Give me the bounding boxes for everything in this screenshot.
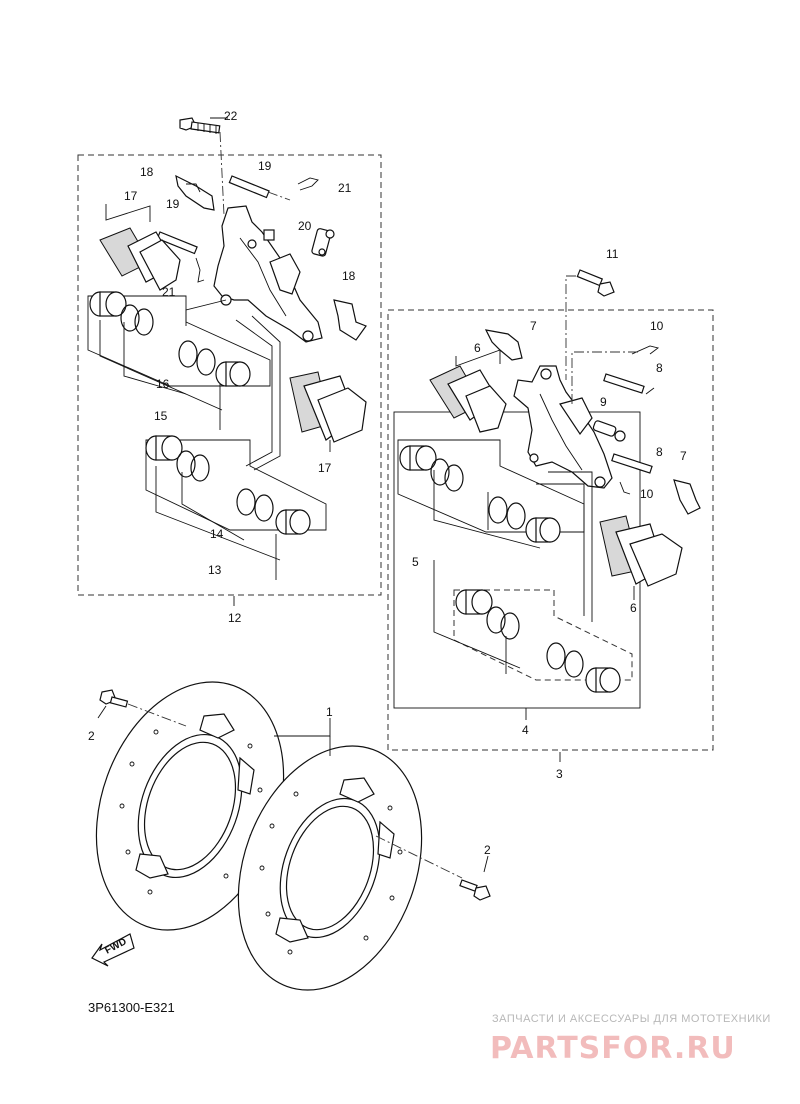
pad-spring-18-lower bbox=[333, 299, 367, 341]
callout-3: 3 bbox=[556, 767, 563, 781]
bleed-screw-20 bbox=[311, 228, 335, 257]
leader-lines-left bbox=[99, 117, 281, 606]
watermark-tagline: ЗАПЧАСТИ И АКСЕССУАРЫ ДЛЯ МОТОТЕХНИКИ bbox=[492, 1013, 771, 1025]
callout-7-upper: 7 bbox=[530, 319, 537, 333]
callout-16: 16 bbox=[156, 377, 170, 391]
callout-1: 1 bbox=[326, 705, 333, 719]
callout-22: 22 bbox=[224, 109, 238, 123]
callout-2-right: 2 bbox=[484, 843, 491, 857]
seals-right-upper-1 bbox=[430, 458, 464, 492]
brake-pads-17-lower bbox=[289, 371, 367, 452]
diagram-code: 3P61300-E321 bbox=[88, 1000, 175, 1015]
piston-right-lower-1 bbox=[455, 589, 493, 615]
callout-10-lower: 10 bbox=[640, 487, 654, 501]
callout-17-upper: 17 bbox=[124, 189, 138, 203]
callout-11: 11 bbox=[606, 247, 619, 261]
callout-12: 12 bbox=[228, 611, 242, 625]
clip-21-lower bbox=[195, 257, 205, 283]
right-caliper-group: 11 10 7 6 8 9 8 7 10 5 6 4 3 bbox=[387, 247, 714, 781]
callout-20: 20 bbox=[298, 219, 312, 233]
callout-6-upper: 6 bbox=[474, 341, 481, 355]
watermark-brand: PARTSFOR.RU bbox=[490, 1031, 736, 1066]
clip-10-lower bbox=[619, 481, 631, 495]
callout-13: 13 bbox=[208, 563, 222, 577]
piston-seal-set-5-upper bbox=[397, 439, 585, 543]
callout-8-lower: 8 bbox=[656, 445, 663, 459]
pin-8-upper bbox=[603, 373, 655, 395]
seals-right-lower-1 bbox=[486, 606, 520, 640]
piston-lower-1 bbox=[145, 435, 183, 461]
bolt-11 bbox=[565, 269, 615, 380]
callout-21-lower: 21 bbox=[162, 285, 176, 299]
callout-4: 4 bbox=[522, 723, 529, 737]
group-12-boundary bbox=[77, 154, 382, 596]
piston-seal-set-16 bbox=[87, 291, 271, 387]
callout-9: 9 bbox=[600, 395, 607, 409]
watermark: ЗАПЧАСТИ И АКСЕССУАРЫ ДЛЯ МОТОТЕХНИКИ PA… bbox=[490, 1013, 771, 1066]
leader-lines-discs bbox=[97, 705, 489, 873]
callout-7-lower: 7 bbox=[680, 449, 687, 463]
callout-18-upper: 18 bbox=[140, 165, 154, 179]
clip-10-upper bbox=[631, 345, 660, 355]
disc-bolt-2-left bbox=[99, 689, 187, 727]
brake-pads-6-lower bbox=[599, 515, 683, 600]
callout-10-upper: 10 bbox=[650, 319, 664, 333]
brake-disc-rear bbox=[237, 745, 423, 991]
bleed-screw-9 bbox=[592, 420, 626, 442]
piston-upper-2 bbox=[215, 361, 251, 387]
leader-lines-right bbox=[433, 351, 640, 762]
piston-seal-set-5-lower bbox=[453, 589, 633, 693]
callout-18-lower: 18 bbox=[342, 269, 356, 283]
pad-spring-7-upper bbox=[484, 329, 523, 361]
callout-6-lower: 6 bbox=[630, 601, 637, 615]
caliper-bracket-left bbox=[213, 205, 323, 343]
bolt-22 bbox=[179, 117, 225, 216]
callout-8-upper: 8 bbox=[656, 361, 663, 375]
group-3-boundary bbox=[387, 309, 714, 751]
pin-19-lower bbox=[156, 231, 198, 255]
piston-right-upper-2 bbox=[525, 517, 561, 543]
seals-lower-2 bbox=[236, 488, 274, 522]
seals-right-upper-2 bbox=[488, 496, 526, 530]
piston-upper-1 bbox=[89, 291, 127, 317]
pad-spring-7-lower bbox=[673, 479, 701, 515]
brake-pads-17-upper bbox=[99, 204, 181, 291]
pin-8-lower bbox=[611, 453, 653, 474]
piston-right-upper-1 bbox=[399, 445, 437, 471]
brake-pads-6-upper bbox=[429, 349, 507, 433]
callout-17-lower: 17 bbox=[318, 461, 332, 475]
caliper-bracket-right bbox=[513, 365, 613, 489]
disc-bolt-2-right bbox=[375, 835, 491, 901]
fwd-arrow-icon: FWD bbox=[91, 933, 135, 967]
pin-19-upper bbox=[228, 175, 291, 201]
callout-21-upper: 21 bbox=[338, 181, 352, 195]
piston-seal-set-14 bbox=[145, 435, 327, 535]
piston-lower-2 bbox=[275, 509, 311, 535]
callout-19-lower: 19 bbox=[166, 197, 180, 211]
seals-lower-1 bbox=[176, 450, 210, 482]
pad-spring-18-upper bbox=[175, 174, 215, 211]
seals-right-lower-2 bbox=[546, 642, 584, 678]
piston-right-lower-2 bbox=[585, 667, 621, 693]
seals-upper-1 bbox=[120, 304, 154, 336]
seals-upper-2 bbox=[178, 340, 216, 376]
brake-disc-front bbox=[95, 681, 285, 931]
callout-5: 5 bbox=[412, 555, 419, 569]
callout-15: 15 bbox=[154, 409, 168, 423]
callout-14: 14 bbox=[210, 527, 224, 541]
callout-2-left: 2 bbox=[88, 729, 95, 743]
clip-21-upper bbox=[297, 177, 319, 191]
left-caliper-group: 22 19 18 21 17 19 20 18 21 16 15 17 14 1… bbox=[77, 109, 382, 625]
callout-19-upper: 19 bbox=[258, 159, 272, 173]
